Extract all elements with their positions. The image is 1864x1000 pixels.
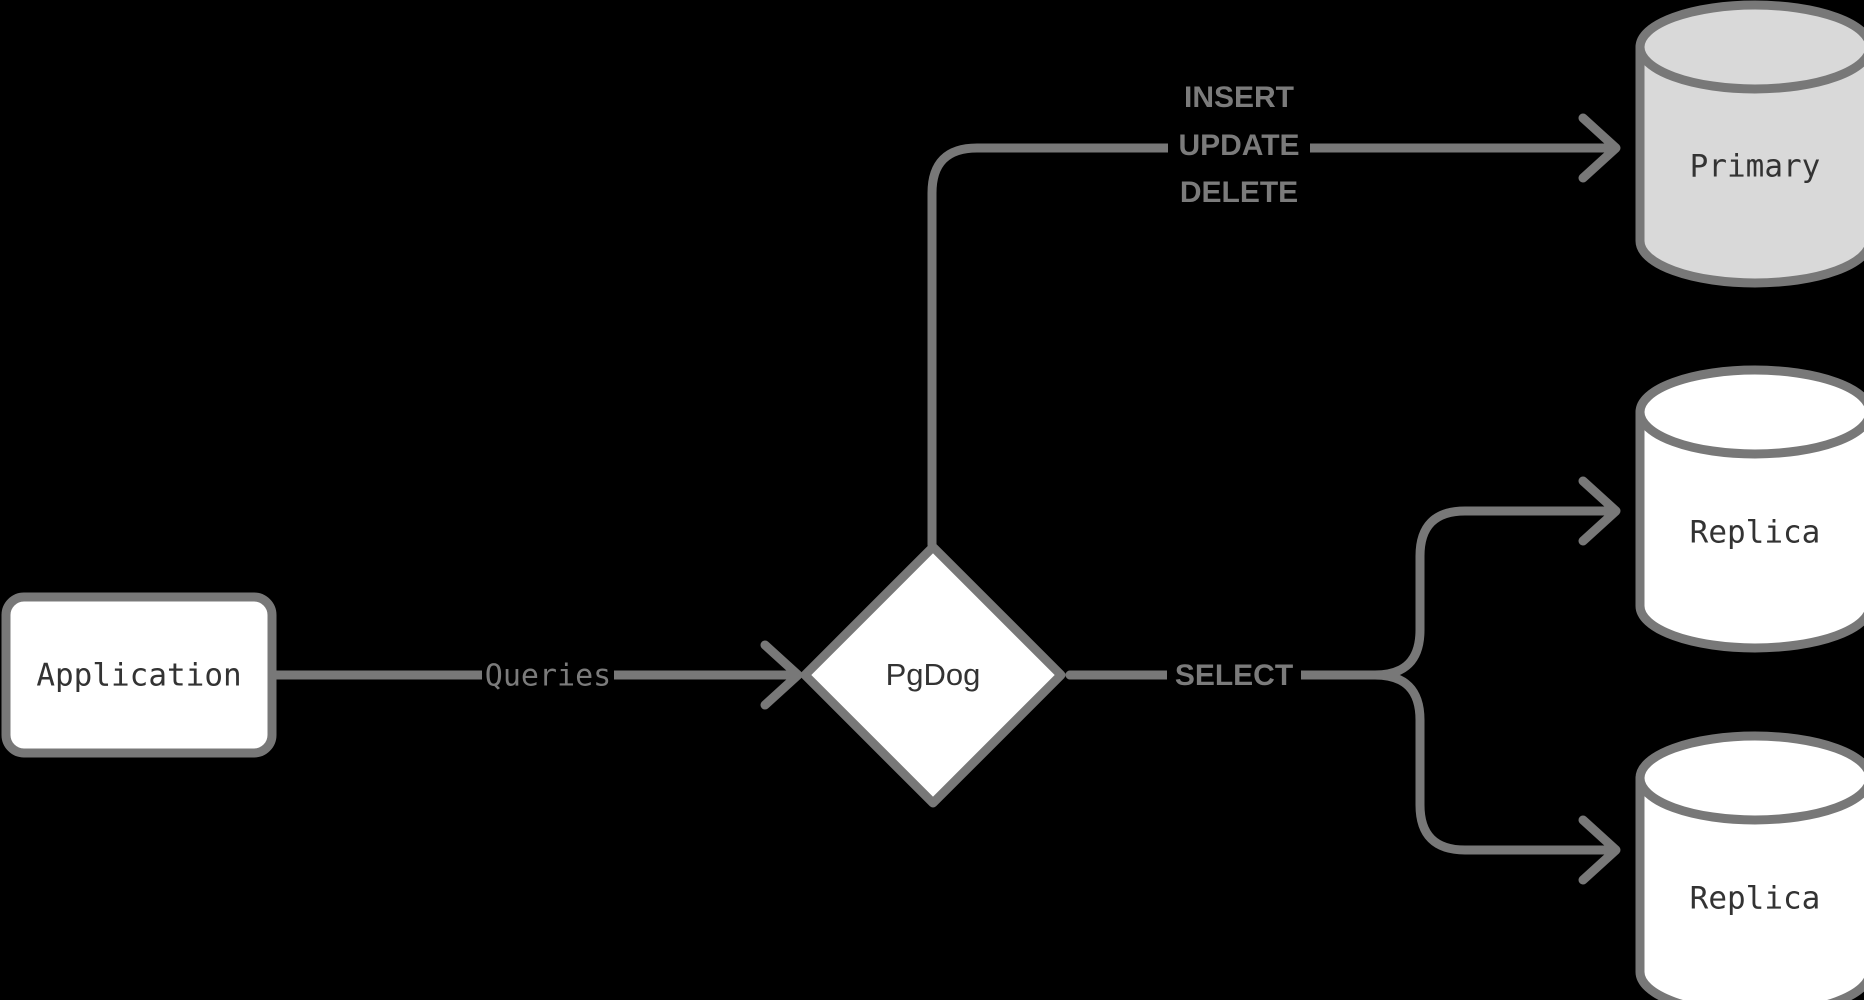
edge-pgdog-to-replica-one: [1065, 476, 1621, 680]
replica-one-cylinder-body[interactable]: [1635, 365, 1864, 653]
edge-line-select-lower: [1065, 670, 1617, 855]
arrow-head-queries-icon: [760, 640, 803, 710]
edge-label-group-select: SELECT: [1167, 655, 1301, 697]
arrow-head-writes-icon: [1578, 113, 1621, 183]
node-pgdog[interactable]: PgDog: [800, 542, 1066, 808]
arrow-head-select-lower-icon: [1578, 815, 1621, 885]
application-box[interactable]: [1, 592, 277, 758]
pgdog-diamond[interactable]: [800, 542, 1066, 808]
edge-pgdog-to-primary: INSERT UPDATE DELETE: [927, 60, 1621, 550]
primary-cylinder-body[interactable]: [1635, 0, 1864, 288]
edge-line-select-upper: [1065, 506, 1617, 680]
edge-label-backdrop-writes: [1168, 60, 1310, 190]
node-replica-one[interactable]: Replica: [1635, 365, 1864, 653]
replica-two-cylinder-top-ellipse: [1635, 773, 1864, 825]
replica-one-label: Replica: [1690, 515, 1821, 551]
edge-label-delete: DELETE: [1180, 176, 1298, 209]
edge-label-backdrop-select: [1167, 655, 1301, 697]
arrow-head-select-upper-icon: [1578, 476, 1621, 546]
edge-line-writes: [927, 143, 1617, 550]
edge-application-to-pgdog: Queries: [271, 640, 803, 710]
edge-label-select: SELECT: [1175, 659, 1293, 692]
node-primary[interactable]: Primary: [1635, 0, 1864, 288]
edge-label-insert: INSERT: [1184, 81, 1294, 114]
edge-label-queries: Queries: [485, 659, 611, 694]
primary-label: Primary: [1690, 149, 1821, 185]
replica-two-label: Replica: [1690, 881, 1821, 917]
edge-pgdog-to-replica-two: [1065, 670, 1621, 885]
edge-label-update: UPDATE: [1178, 129, 1299, 162]
primary-cylinder-top-ellipse: [1635, 42, 1864, 94]
node-replica-two[interactable]: Replica: [1635, 731, 1864, 1000]
application-label: Application: [36, 658, 241, 694]
edge-label-backdrop-queries: [482, 655, 614, 697]
replica-two-cylinder-body[interactable]: [1635, 731, 1864, 1000]
node-application[interactable]: Application: [1, 592, 277, 758]
pgdog-label: PgDog: [886, 657, 981, 692]
replica-one-cylinder-top-ellipse: [1635, 407, 1864, 459]
